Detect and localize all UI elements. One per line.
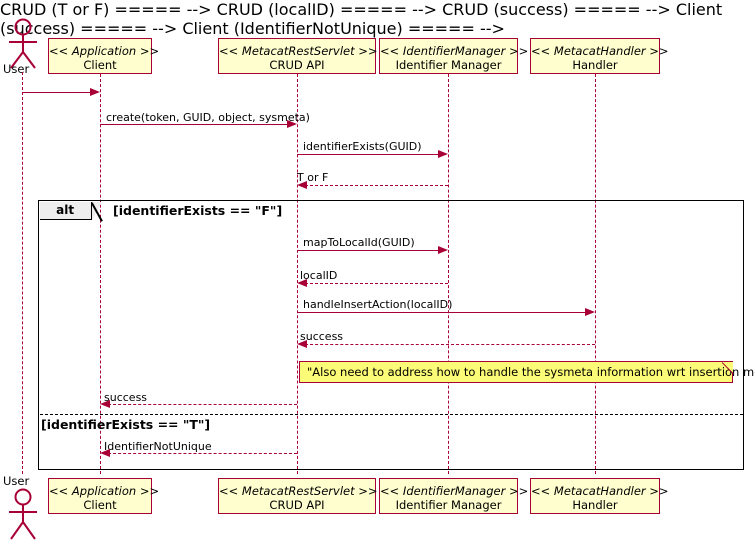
- participant-box-crud-bottom[interactable]: << MetacatRestServlet >> CRUD API: [218, 478, 378, 514]
- message-line-map-to-local-id: [297, 250, 446, 251]
- actor-label-bottom: User: [3, 474, 30, 488]
- actor-user-bottom: [9, 488, 37, 540]
- alt-branch-condition-1: [identifierExists == "F"]: [113, 203, 283, 218]
- message-label-create: create(token, GUID, object, sysmeta): [106, 111, 310, 124]
- message-line-handle-insert-action: [297, 312, 593, 313]
- arrow-head-handle-insert-action: [585, 307, 595, 316]
- note-box: "Also need to address how to handle the …: [299, 361, 755, 383]
- participant-name: Identifier Manager: [395, 58, 502, 72]
- message-line-identifier-not-unique: [103, 453, 297, 454]
- lifeline-client: [100, 74, 101, 474]
- actor-label-top: User: [3, 62, 30, 76]
- arrow-head-identifier-not-unique: [100, 448, 110, 457]
- participant-stereotype: << MetacatHandler >>: [531, 484, 669, 498]
- participant-stereotype: << MetacatRestServlet >>: [219, 44, 378, 58]
- participant-stereotype: << IdentifierManager >>: [380, 484, 529, 498]
- message-label-identifier-exists: identifierExists(GUID): [303, 140, 422, 153]
- arrow-head-t-or-f: [297, 180, 307, 189]
- lifeline-handler: [595, 74, 596, 474]
- message-line-user-to-client: [22, 92, 98, 93]
- participant-box-crud-top[interactable]: << MetacatRestServlet >> CRUD API: [218, 38, 378, 74]
- participant-box-client-bottom[interactable]: << Application >> Client: [48, 478, 160, 514]
- participant-box-identifier-manager-top[interactable]: << IdentifierManager >> Identifier Manag…: [379, 38, 529, 74]
- message-label-success-handler: success: [300, 330, 344, 343]
- participant-name: Handler: [572, 58, 618, 72]
- message-label-identifier-not-unique: IdentifierNotUnique: [104, 440, 212, 453]
- arrow-head-user-to-client: [90, 87, 100, 96]
- arrow-head-create: [287, 119, 297, 128]
- message-line-identifier-exists: [297, 154, 446, 155]
- lifeline-identifier-manager: [448, 74, 449, 474]
- participant-box-handler-top[interactable]: << MetacatHandler >> Handler: [530, 38, 669, 74]
- alt-branch-condition-2: [identifierExists == "T"]: [41, 417, 211, 432]
- alt-branch-divider: [39, 414, 743, 415]
- arrow-head-local-id: [297, 278, 307, 287]
- participant-stereotype: << Application >>: [49, 44, 160, 58]
- message-label-handle-insert-action: handleInsertAction(localID): [303, 298, 453, 311]
- participant-name: Client: [83, 58, 117, 72]
- arrow-head-map-to-local-id: [438, 245, 448, 254]
- message-label-local-id: localID: [300, 269, 338, 282]
- participant-name: Handler: [572, 498, 618, 512]
- lifeline-user: [22, 72, 23, 474]
- alt-fragment-frame: [38, 200, 744, 470]
- arrow-head-identifier-exists: [438, 149, 448, 158]
- participant-name: Client: [83, 498, 117, 512]
- alt-fragment-operator-tab: alt: [39, 201, 92, 220]
- participant-box-client-top[interactable]: << Application >> Client: [48, 38, 160, 74]
- participant-box-identifier-manager-bottom[interactable]: << IdentifierManager >> Identifier Manag…: [379, 478, 529, 514]
- participant-name: Identifier Manager: [395, 498, 502, 512]
- participant-box-handler-bottom[interactable]: << MetacatHandler >> Handler: [530, 478, 669, 514]
- participant-stereotype: << MetacatRestServlet >>: [219, 484, 378, 498]
- arrow-head-success-client: [100, 399, 110, 408]
- participant-stereotype: << IdentifierManager >>: [380, 44, 529, 58]
- message-label-map-to-local-id: mapToLocalId(GUID): [303, 236, 415, 249]
- participant-name: CRUD API: [269, 498, 325, 512]
- message-line-success-handler: [300, 344, 595, 345]
- actor-user-top: [9, 18, 37, 69]
- participant-stereotype: << MetacatHandler >>: [531, 44, 669, 58]
- arrow-head-success-handler: [297, 339, 307, 348]
- message-line-local-id: [300, 283, 448, 284]
- message-line-success-client: [103, 404, 297, 405]
- participant-stereotype: << Application >>: [49, 484, 160, 498]
- message-label-success-client: success: [104, 391, 148, 404]
- message-line-create: [100, 124, 295, 125]
- lifeline-crud: [297, 74, 298, 474]
- participant-name: CRUD API: [269, 58, 325, 72]
- message-line-t-or-f: [300, 185, 448, 186]
